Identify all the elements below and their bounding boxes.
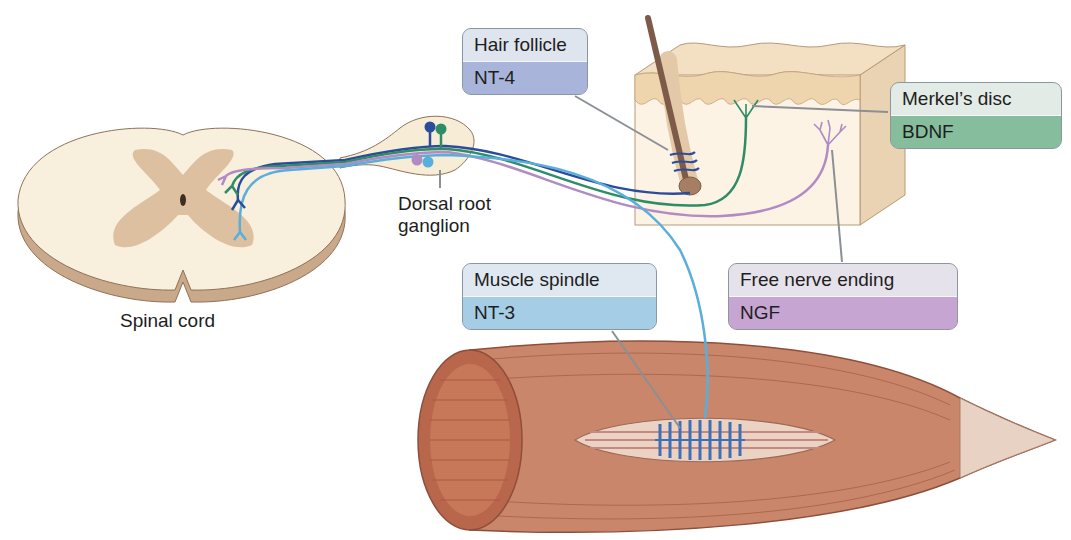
hair-follicle-drawing [648, 18, 701, 195]
structure-name: Merkel’s disc [891, 83, 1061, 116]
nerve-fibers [218, 100, 846, 418]
neurotrophin-name: NT-3 [463, 297, 656, 329]
neurotrophin-name: NT-4 [463, 62, 587, 94]
spinal-cord-drawing [18, 128, 345, 302]
structure-name: Free nerve ending [729, 264, 957, 297]
callout-box: Free nerve endingNGF [728, 263, 958, 330]
leader-lines [440, 96, 888, 428]
neurotrophin-name: NGF [729, 297, 957, 329]
neurotrophin-name: BDNF [891, 116, 1061, 148]
part-label: Spinal cord [120, 310, 260, 332]
callout-box: Merkel’s discBDNF [890, 82, 1062, 149]
callout-box: Muscle spindleNT-3 [462, 263, 657, 330]
structure-name: Muscle spindle [463, 264, 656, 297]
part-label: Dorsal root ganglion [398, 193, 516, 237]
callout-box: Hair follicleNT-4 [462, 28, 588, 95]
structure-name: Hair follicle [463, 29, 587, 62]
muscle [418, 341, 1055, 532]
